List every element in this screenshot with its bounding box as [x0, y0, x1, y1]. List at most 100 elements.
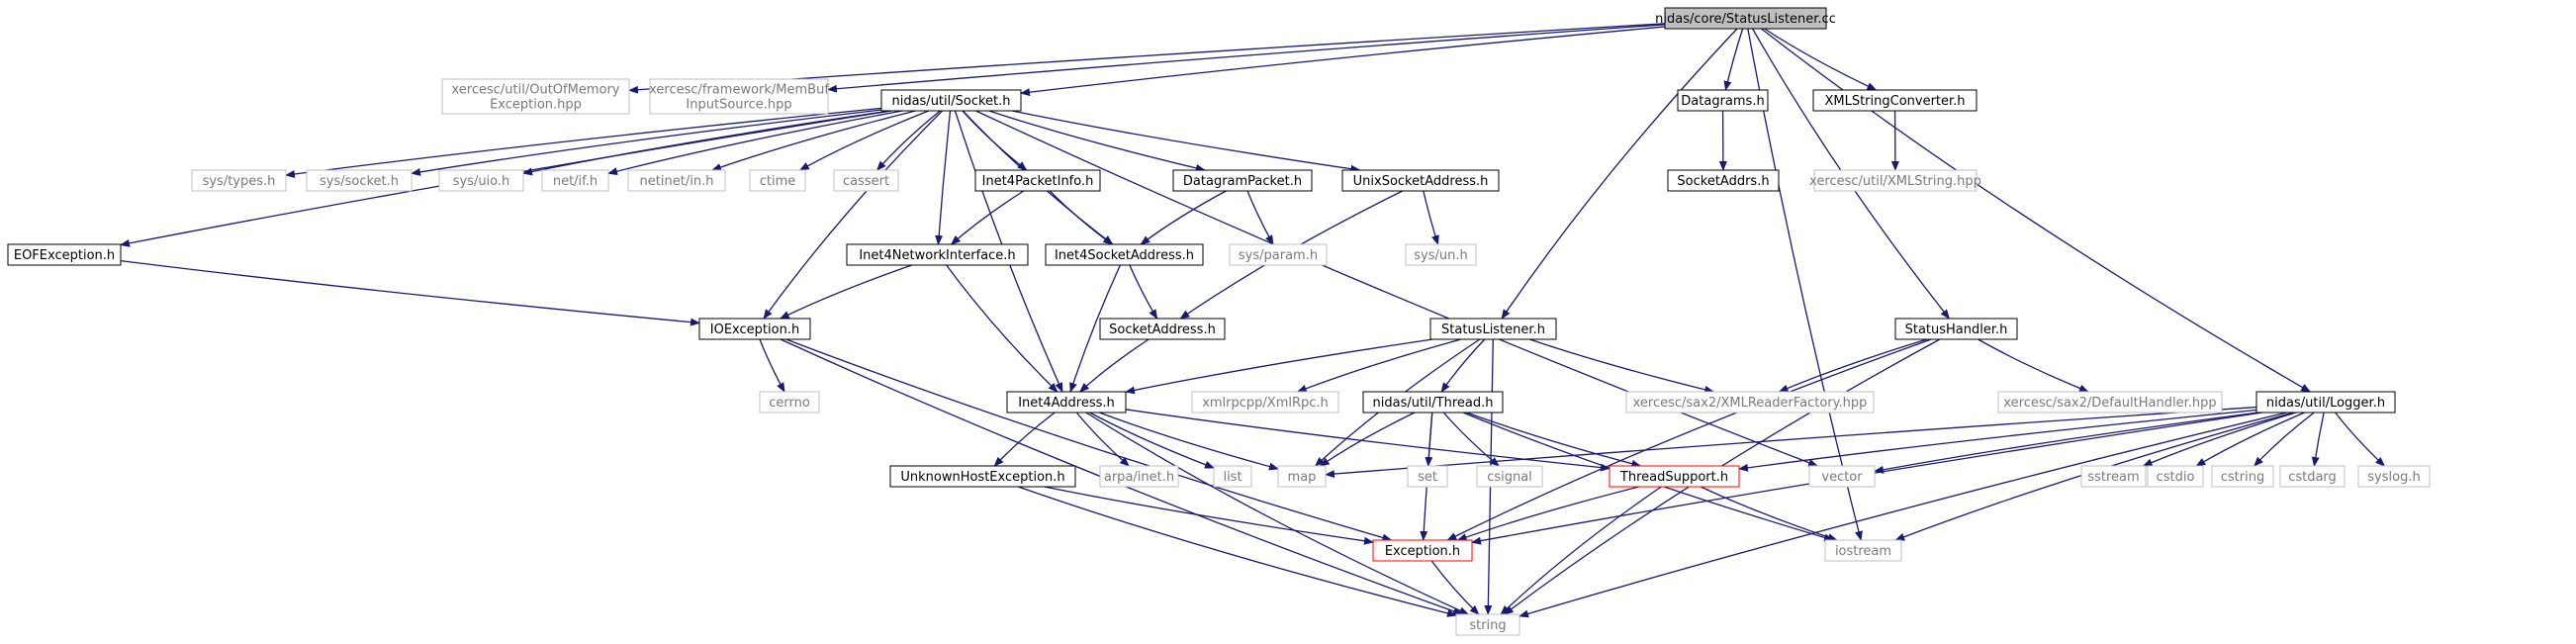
node-eofexc[interactable]: EOFException.h — [7, 243, 122, 266]
node-label: cstdio — [2157, 470, 2195, 485]
node-socket[interactable]: nidas/util/Socket.h — [880, 89, 1022, 112]
node-defaulthandler: xercesc/sax2/DefaultHandler.hpp — [1997, 391, 2223, 414]
node-csignal: csignal — [1476, 465, 1543, 488]
node-box — [1894, 318, 2018, 340]
edge-socket-to-cassert — [875, 110, 941, 171]
edge-dgrampkt-to-inet4sockaddr — [1140, 190, 1227, 245]
node-label: UnknownHostException.h — [900, 470, 1064, 485]
node-label: xercesc/util/XMLString.hpp — [1809, 174, 1981, 189]
node-cassert: cassert — [833, 169, 899, 192]
node-label: xercesc/sax2/XMLReaderFactory.hpp — [1633, 396, 1868, 411]
node-thread[interactable]: nidas/util/Thread.h — [1362, 391, 1504, 414]
node-inet4sockaddr[interactable]: Inet4SocketAddress.h — [1045, 243, 1204, 266]
edge-thread-to-threadsupport — [1466, 412, 1642, 468]
edge-socket-to-unixsockaddr — [1011, 110, 1361, 173]
node-xmlstring: xercesc/util/XMLString.hpp — [1809, 169, 1981, 192]
edge-inet4netif-to-ioexc — [779, 264, 912, 320]
node-sockaddr[interactable]: SocketAddress.h — [1099, 318, 1226, 340]
node-exception[interactable]: Exception.h — [1372, 539, 1473, 562]
node-box — [1813, 169, 1978, 192]
node-box — [1099, 318, 1226, 340]
node-systypes: sys/types.h — [191, 169, 287, 192]
edge-statushandler-to-exception — [1446, 338, 1932, 541]
edge-statuslistener-to-thread — [1440, 338, 1486, 393]
node-box — [7, 243, 122, 266]
edge-inet4netif-to-inet4addr — [946, 264, 1058, 393]
node-label: net/if.h — [553, 174, 598, 189]
node-label: cassert — [843, 174, 889, 189]
node-box — [974, 169, 1101, 192]
dependency-edges — [120, 23, 2386, 618]
node-box — [1213, 465, 1252, 488]
node-statuslistener[interactable]: StatusListener.h — [1429, 318, 1557, 340]
node-logger[interactable]: nidas/util/Logger.h — [2255, 391, 2396, 414]
node-box — [1812, 89, 1978, 112]
node-label: ctime — [760, 174, 796, 189]
node-unknownhost[interactable]: UnknownHostException.h — [889, 465, 1076, 488]
node-box — [2211, 465, 2274, 488]
node-socketaddrs[interactable]: SocketAddrs.h — [1667, 169, 1780, 192]
edge-threadsupport-to-exception — [1456, 486, 1640, 541]
node-box — [1229, 243, 1328, 266]
node-inet4netif[interactable]: Inet4NetworkInterface.h — [846, 243, 1029, 266]
edge-root-to-statuslistener — [1501, 28, 1738, 320]
node-box — [846, 243, 1029, 266]
node-datagrams[interactable]: Datagrams.h — [1677, 89, 1769, 112]
node-box — [1099, 465, 1179, 488]
edge-statushandler-to-defaulthandler — [1978, 338, 2089, 393]
node-box — [833, 169, 899, 192]
edge-inet4pktinfo-to-inet4netif — [950, 190, 1025, 245]
node-label: xercesc/framework/MemBuf — [649, 83, 829, 98]
edge-root-to-datagrams — [1723, 28, 1744, 91]
edge-logger-to-sstream — [2142, 412, 2297, 467]
node-dgrampkt[interactable]: DatagramPacket.h — [1172, 169, 1313, 192]
node-box — [1372, 539, 1473, 562]
edge-logger-to-iostream — [1894, 412, 2294, 541]
node-box — [1609, 465, 1740, 488]
node-box — [1277, 465, 1327, 488]
node-box — [649, 78, 829, 115]
node-inet4addr[interactable]: Inet4Address.h — [1006, 391, 1127, 414]
edge-logger-to-vector — [1874, 412, 2258, 474]
node-label: iostream — [1835, 544, 1891, 559]
edge-unknownhost-to-string — [1018, 486, 1457, 617]
node-unixsockaddr[interactable]: UnixSocketAddress.h — [1341, 169, 1500, 192]
node-label: Exception.hpp — [490, 98, 582, 113]
node-box — [1045, 243, 1204, 266]
node-box — [2357, 465, 2431, 488]
edge-socket-to-syssocket — [411, 109, 882, 176]
edge-inet4addr-to-unknownhost — [993, 412, 1056, 467]
edge-inet4sockaddr-to-inet4addr — [1069, 264, 1121, 393]
node-root[interactable]: nidas/core/StatusListener.cc — [1655, 7, 1836, 30]
node-cstring: cstring — [2211, 465, 2274, 488]
node-xmlconv[interactable]: XMLStringConverter.h — [1812, 89, 1978, 112]
node-label: syslog.h — [2367, 470, 2420, 485]
edge-unknownhost-to-exception — [1044, 486, 1374, 545]
node-inet4pktinfo[interactable]: Inet4PacketInfo.h — [974, 169, 1101, 192]
node-label: list — [1223, 470, 1242, 485]
node-label: string — [1469, 618, 1506, 633]
node-box — [438, 169, 524, 192]
node-sysun: sys/un.h — [1405, 243, 1477, 266]
edge-socket-to-vector — [975, 110, 1819, 467]
edge-thread-to-map — [1319, 412, 1416, 467]
node-ioexc[interactable]: IOException.h — [698, 318, 811, 340]
node-box — [1664, 7, 1827, 30]
node-label: nidas/util/Logger.h — [2266, 396, 2385, 411]
edge-logger-to-string — [1518, 412, 2287, 618]
node-box — [1429, 318, 1557, 340]
node-statushandler[interactable]: StatusHandler.h — [1894, 318, 2018, 340]
node-sysuio: sys/uio.h — [438, 169, 524, 192]
node-label: csignal — [1487, 470, 1532, 485]
node-threadsupport[interactable]: ThreadSupport.h — [1609, 465, 1740, 488]
node-label: nidas/core/StatusListener.cc — [1655, 12, 1836, 27]
edge-sockaddr-to-inet4addr — [1079, 338, 1150, 393]
node-box — [2255, 391, 2396, 414]
node-box — [1191, 391, 1339, 414]
node-label: sys/un.h — [1414, 248, 1467, 263]
edge-socket-to-netif — [607, 110, 903, 176]
node-box — [1824, 539, 1902, 562]
node-label: cstring — [2221, 470, 2264, 485]
edge-inet4addr-to-threadsupport — [1125, 409, 1610, 472]
edge-statushandler-to-xmlreaderfactory — [1778, 338, 1928, 393]
